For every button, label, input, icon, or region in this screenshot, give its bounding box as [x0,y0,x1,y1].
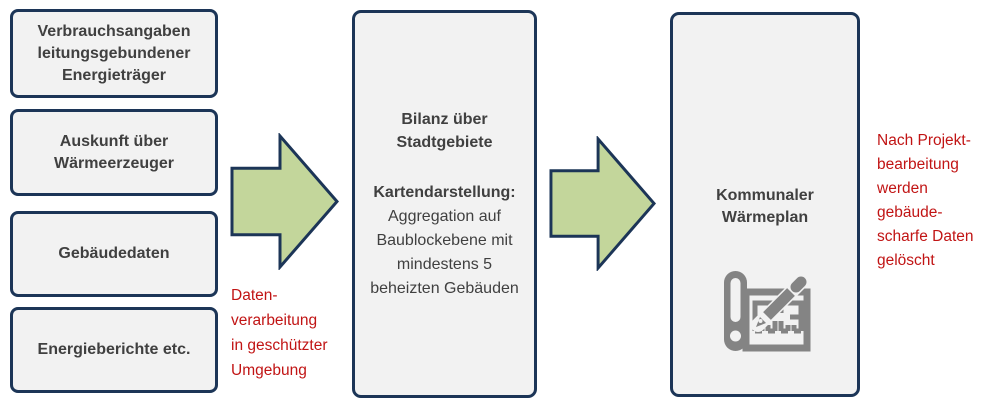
source-box-label: Gebäudedaten [58,245,170,262]
blueprint-pencil-icon [724,270,813,352]
source-box-label: Energieberichte etc. [37,341,191,358]
source-box-energieberichte: Energieberichte etc. [10,307,218,393]
stage-box-bilanz: Bilanz über Stadtgebiete Kartendarstellu… [352,10,537,398]
source-box-waermeerzeuger: Auskunft über Wärmeerzeuger [10,109,218,196]
source-box-gebaeudedaten: Gebäudedaten [10,211,218,297]
source-box-verbrauchsangaben: Verbrauchsangaben leitungsgebundener Ene… [10,9,218,98]
flow-arrow-right-icon [549,136,657,271]
source-box-label: Auskunft über Wärmeerzeuger [53,132,175,172]
kartendarstellung-body: Aggregation auf Baublockebene mit mindes… [370,207,519,297]
waermeplan-title: Kommunaler Wärmeplan [716,187,814,226]
kartendarstellung-heading: Kartendarstellung: [373,183,516,201]
processing-environment-note: Daten- verarbeitung in geschützter Umgeb… [231,287,328,379]
flow-arrow-right-icon [230,133,339,270]
data-deletion-note: Nach Projekt- bearbeitung werden gebäude… [877,132,974,269]
source-box-label: Verbrauchsangaben leitungsgebundener Ene… [37,22,191,84]
bilanz-title: Bilanz über Stadtgebiete [396,110,493,151]
stage-box-waermeplan: Kommunaler Wärmeplan [670,12,860,397]
